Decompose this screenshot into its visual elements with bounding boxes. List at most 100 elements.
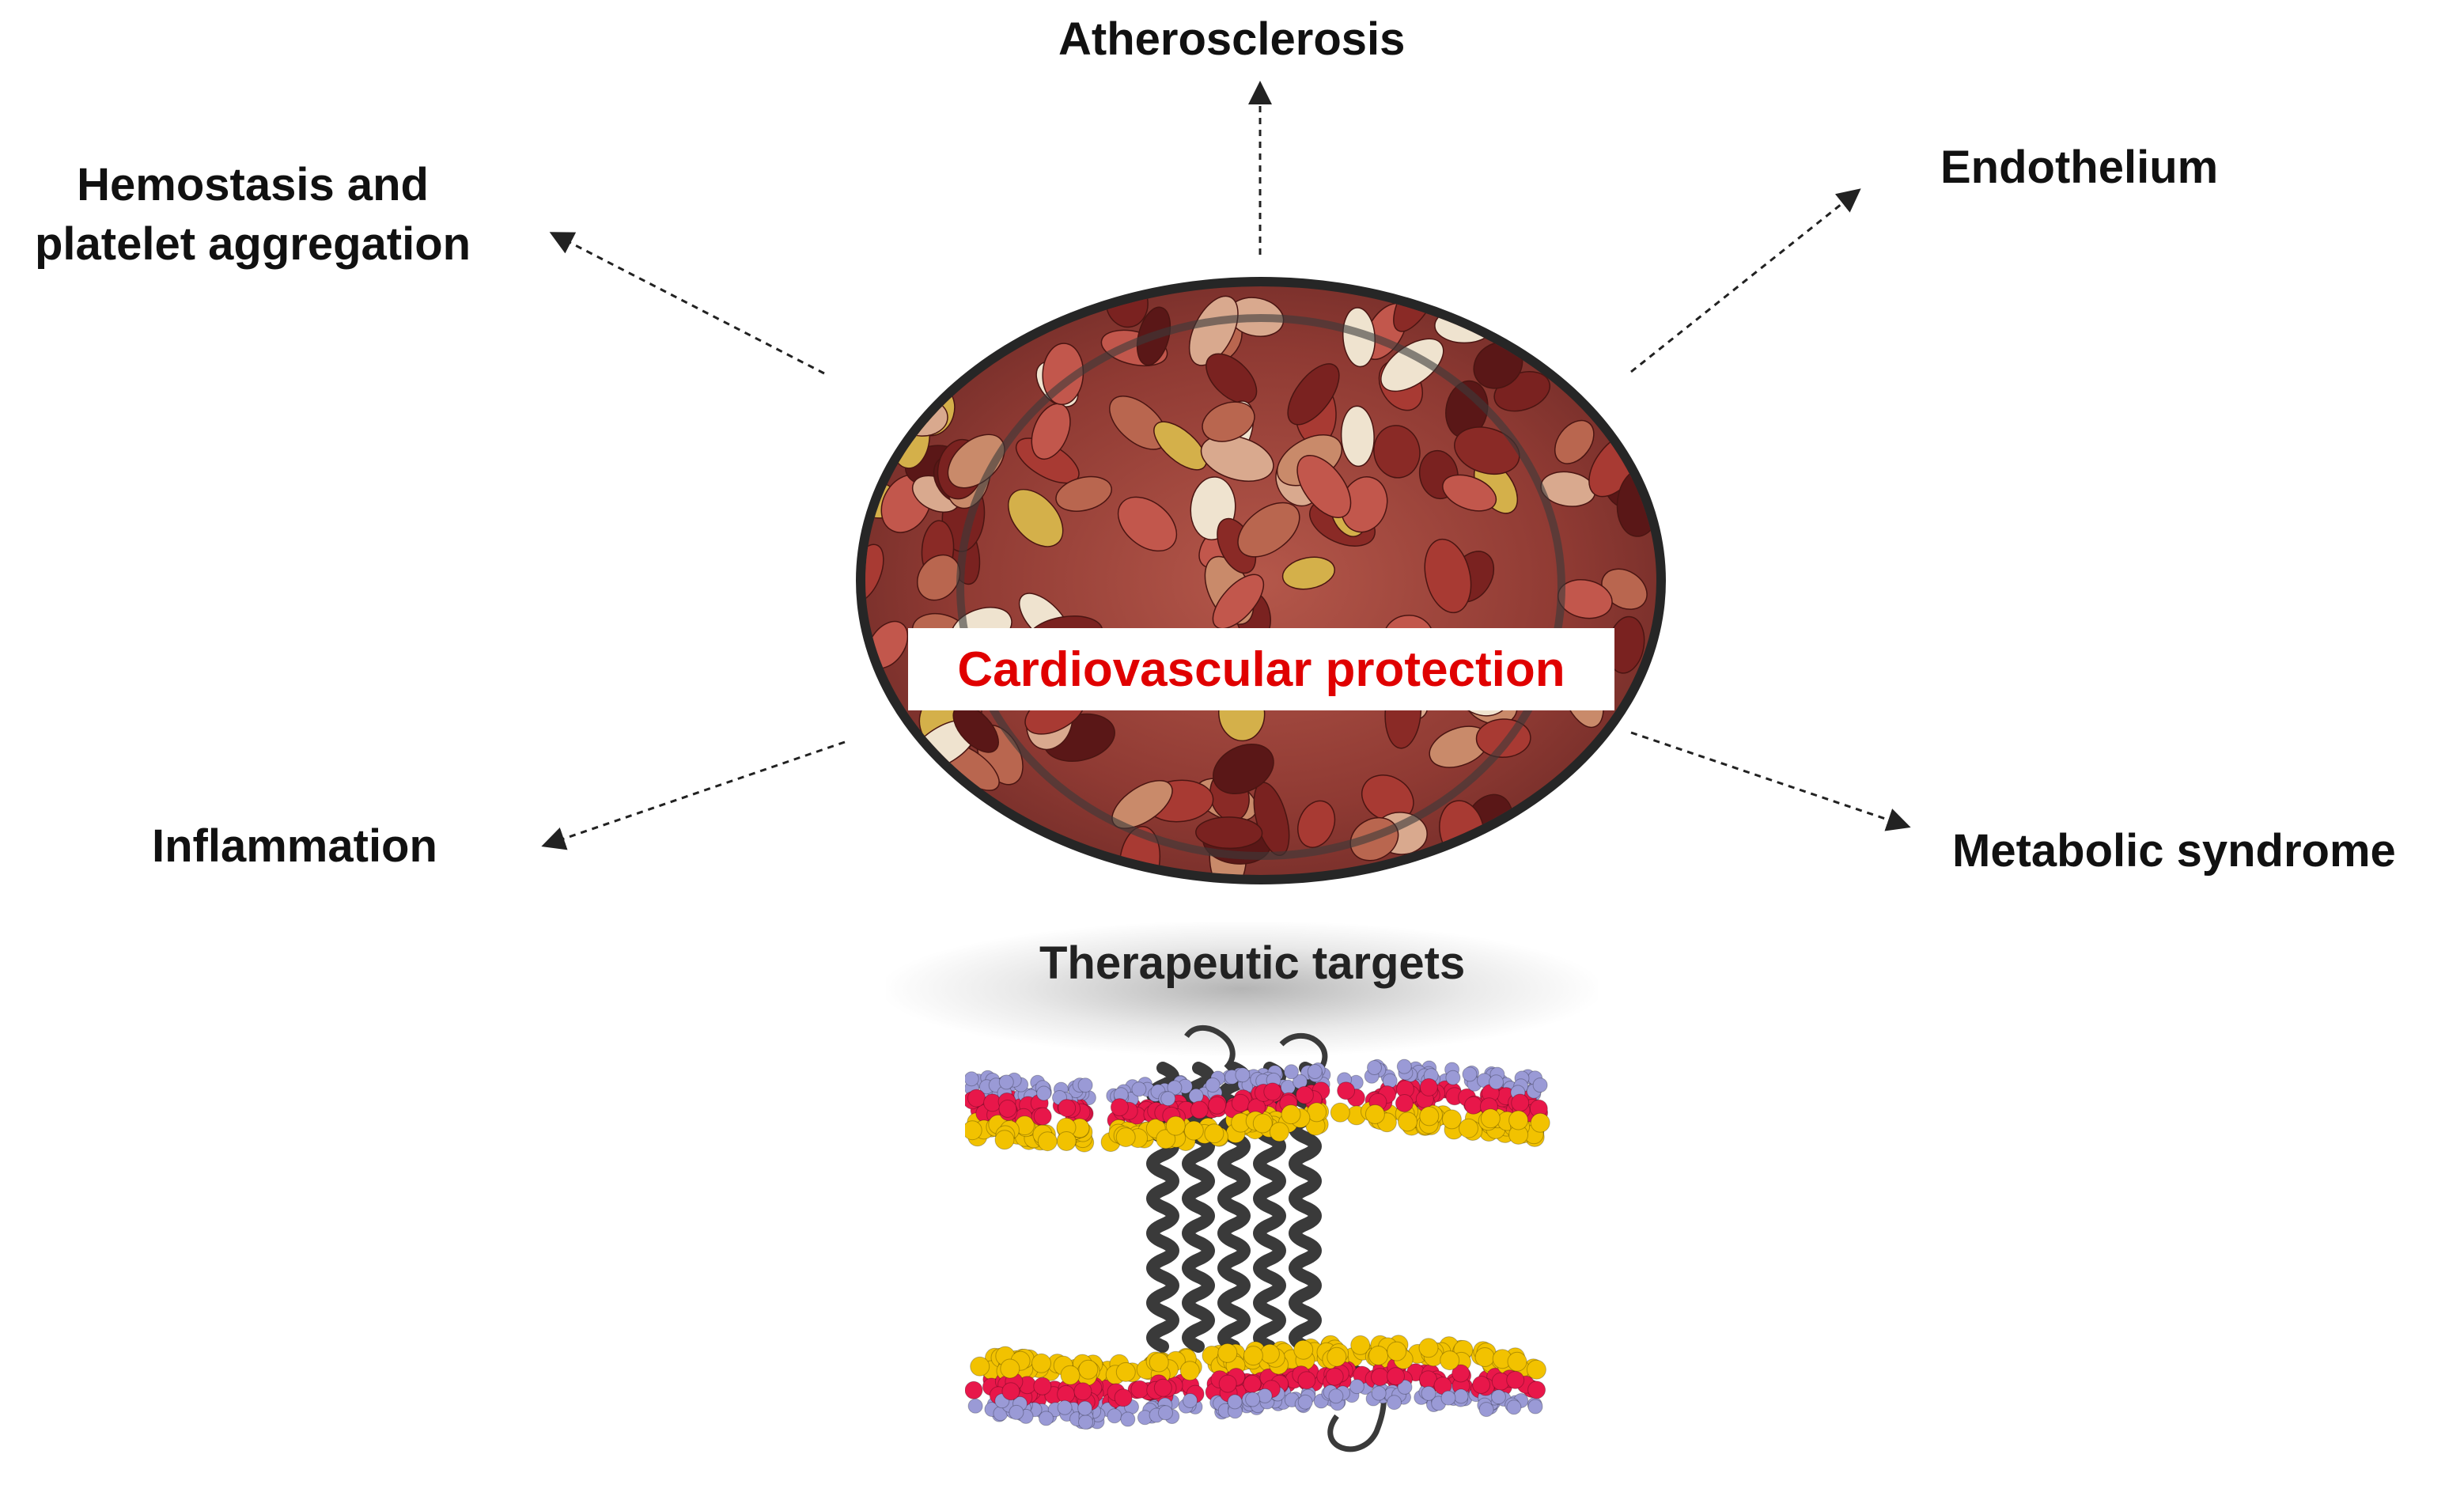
- lipid-head-blue: [1009, 1404, 1024, 1420]
- lipid-head-blue: [965, 1071, 979, 1087]
- bean-shape: [1297, 800, 1336, 848]
- arrow-metabolic-syndrome: [1630, 731, 1911, 831]
- lipid-head-blue: [1297, 1394, 1313, 1410]
- lipid-head-blue: [1167, 1080, 1183, 1096]
- lipid-head-red: [1387, 1367, 1405, 1386]
- bean-shape: [1195, 816, 1263, 850]
- bean-shape: [1616, 300, 1653, 371]
- lipid-head-blue: [1039, 1411, 1054, 1426]
- lipid-head-red: [1419, 1077, 1438, 1096]
- lipid-head-yellow: [1060, 1365, 1081, 1385]
- lipid-head-red: [965, 1380, 983, 1399]
- membrane-protein-icon: [965, 1024, 1550, 1452]
- bean-shape: [1473, 341, 1523, 389]
- lipid-head-blue: [1328, 1388, 1344, 1404]
- lipid-head-red: [1033, 1107, 1052, 1126]
- lipid-head-red: [1114, 1388, 1133, 1407]
- label-hemostasis: Hemostasis and platelet aggregation: [35, 155, 471, 275]
- lipid-head-yellow: [970, 1356, 990, 1377]
- lipid-head-blue: [1349, 1379, 1364, 1395]
- lipid-head-red: [1464, 1096, 1483, 1115]
- lipid-head-yellow: [1364, 1104, 1385, 1124]
- lipid-head-blue: [967, 1398, 983, 1414]
- bean-shape: [1055, 475, 1112, 512]
- lipid-head-red: [1033, 1377, 1052, 1395]
- lipid-head-yellow: [1078, 1359, 1099, 1380]
- lipid-head-yellow: [1115, 1361, 1136, 1382]
- bean-shape: [1212, 744, 1274, 794]
- lipid-head-blue: [1307, 1064, 1323, 1079]
- lipid-head-red: [1337, 1081, 1356, 1100]
- lipid-head-red: [1001, 1382, 1020, 1401]
- lipid-head-blue: [1227, 1394, 1243, 1410]
- lipid-head-blue: [1453, 1388, 1469, 1404]
- lipid-head-red: [1511, 1093, 1530, 1112]
- bean-shape: [1296, 454, 1352, 519]
- lipid-head-yellow: [1387, 1341, 1407, 1361]
- lipid-head-yellow: [1037, 1131, 1058, 1152]
- lipid-head-blue: [1131, 1081, 1147, 1097]
- lipid-head-yellow: [1149, 1352, 1169, 1373]
- lipid-head-yellow: [1441, 1109, 1462, 1130]
- lipid-head-blue: [1421, 1385, 1436, 1401]
- label-metabolic-syndrome: Metabolic syndrome: [1952, 825, 2396, 877]
- bean-shape: [1287, 363, 1340, 426]
- lipid-head-red: [1325, 1367, 1344, 1386]
- lipid-head-blue: [1160, 1091, 1176, 1107]
- lipid-head-yellow: [1398, 1111, 1417, 1132]
- bean-shape: [1117, 496, 1178, 552]
- bean-shape: [1610, 786, 1652, 838]
- lipid-head-blue: [1235, 1067, 1251, 1083]
- lipid-head-yellow: [1350, 1335, 1371, 1355]
- lipid-head-blue: [1284, 1064, 1299, 1080]
- lipid-head-yellow: [1507, 1351, 1527, 1372]
- lipid-head-yellow: [1480, 1108, 1501, 1129]
- lipid-head-yellow: [1243, 1346, 1263, 1366]
- lipid-head-yellow: [1056, 1131, 1077, 1151]
- lipid-head-blue: [1205, 1077, 1221, 1093]
- bean-shape: [1153, 421, 1207, 471]
- lipid-head-yellow: [1419, 1106, 1440, 1127]
- center-label: Cardiovascular protection: [957, 642, 1565, 697]
- bean-shape: [1454, 426, 1520, 475]
- bean-shape: [1200, 434, 1274, 482]
- lipid-head-yellow: [1530, 1112, 1550, 1133]
- lipid-head-yellow: [1459, 1118, 1478, 1138]
- bean-shape: [1361, 774, 1414, 822]
- lipid-head-blue: [1077, 1400, 1093, 1416]
- bean-shape: [865, 836, 895, 875]
- bean-shape: [1513, 286, 1561, 329]
- bean-shape: [1340, 405, 1375, 468]
- lipid-head-yellow: [1330, 1102, 1350, 1123]
- lipid-head-red: [1243, 1374, 1262, 1393]
- bean-shape: [922, 793, 971, 864]
- lipid-head-blue: [1387, 1395, 1402, 1411]
- lipid-head-blue: [1445, 1070, 1461, 1085]
- lipid-head-yellow: [1156, 1129, 1176, 1149]
- bean-shape: [1569, 826, 1617, 874]
- lipid-head-blue: [1478, 1402, 1494, 1418]
- lipid-head-blue: [1440, 1390, 1456, 1406]
- lipid-head-yellow: [1204, 1123, 1224, 1144]
- lipid-head-blue: [1078, 1414, 1093, 1430]
- bean-shape: [1616, 468, 1656, 537]
- bean-shape: [1613, 370, 1656, 411]
- lipid-head-blue: [1120, 1411, 1136, 1427]
- lipid-head-yellow: [1368, 1346, 1389, 1365]
- bean-shape: [1237, 502, 1300, 558]
- bean-shape: [1393, 286, 1440, 332]
- lipid-head-yellow: [1418, 1338, 1439, 1358]
- lipid-head-yellow: [1115, 1127, 1136, 1147]
- bean-shape: [1206, 353, 1258, 404]
- arrow-hemostasis: [549, 232, 825, 375]
- lipid-head-yellow: [1031, 1353, 1051, 1373]
- lipid-head-red: [967, 1089, 986, 1108]
- lipid-head-red: [1130, 1380, 1149, 1399]
- lipid-head-yellow: [1252, 1113, 1273, 1134]
- lipid-head-blue: [1506, 1399, 1522, 1415]
- bean-shape: [865, 723, 906, 775]
- bowl-rim: [956, 314, 1565, 860]
- lipid-head-blue: [1527, 1399, 1543, 1414]
- lipid-head-blue: [1462, 1066, 1478, 1082]
- bean-shape: [916, 554, 961, 601]
